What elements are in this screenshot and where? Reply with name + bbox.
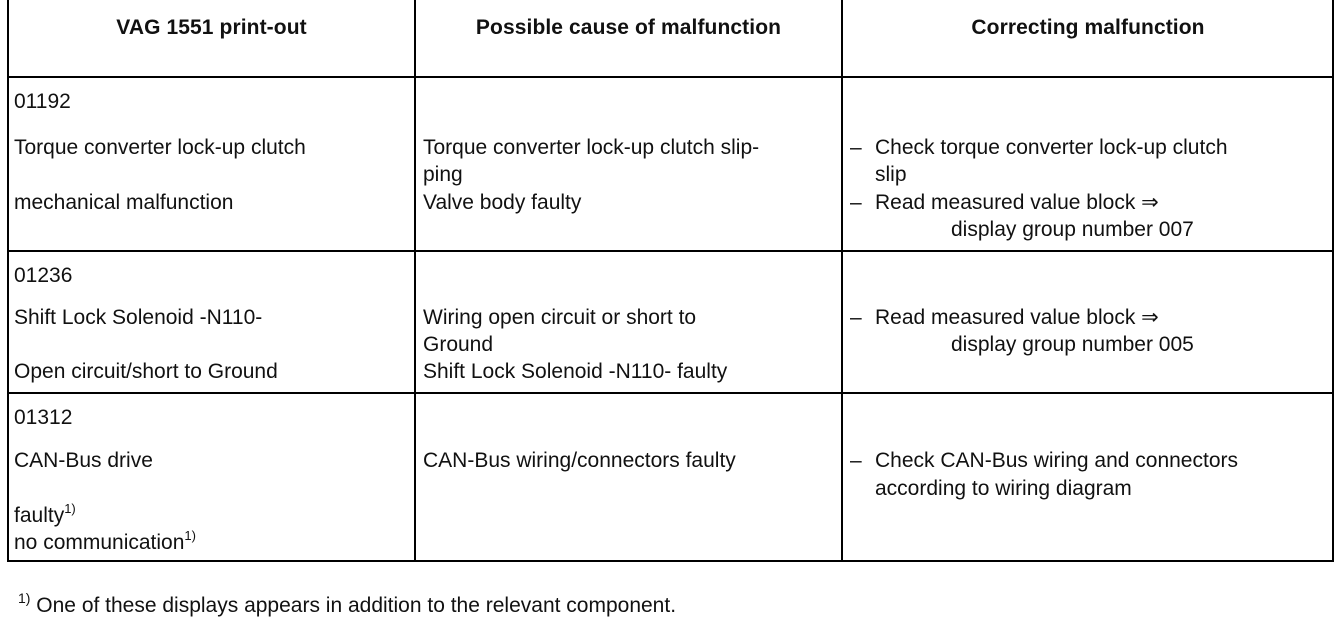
component-name: Shift Lock Solenoid -N110- xyxy=(14,306,263,329)
fault-code: 01236 xyxy=(14,264,73,287)
footnote: 1) One of these displays appears in addi… xyxy=(18,591,677,618)
fault-type-text: no communication xyxy=(14,531,185,554)
fault-type-text: faulty xyxy=(14,504,65,527)
dash-bullet: – xyxy=(850,136,862,159)
fault-code: 01312 xyxy=(14,406,73,429)
component-name: CAN-Bus drive xyxy=(14,449,153,472)
correction-line: according to wiring diagram xyxy=(875,477,1132,500)
fault-type: Open circuit/short to Ground xyxy=(14,360,278,383)
cause-line: Valve body faulty xyxy=(423,191,582,214)
header-cause: Possible cause of malfunction xyxy=(475,16,782,39)
column-rule-1 xyxy=(414,0,416,560)
cause-line: CAN-Bus wiring/connectors faulty xyxy=(423,449,736,472)
footnote-marker: 1) xyxy=(184,528,196,543)
component-name: Torque converter lock-up clutch xyxy=(14,136,306,159)
dash-bullet: – xyxy=(850,306,862,329)
row-rule-1 xyxy=(9,250,1332,252)
correction-line: slip xyxy=(875,163,907,186)
correction-line: Check torque converter lock-up clutch xyxy=(875,136,1228,159)
correction-line: Read measured value block ⇒ xyxy=(875,306,1159,329)
correction-line: Check CAN-Bus wiring and connectors xyxy=(875,449,1238,472)
cause-line: Wiring open circuit or short to xyxy=(423,306,697,329)
cause-line: ping xyxy=(423,163,463,186)
row-rule-2 xyxy=(9,392,1332,394)
dash-bullet: – xyxy=(850,191,862,214)
fault-code: 01192 xyxy=(14,90,71,113)
correction-line: display group number 005 xyxy=(951,333,1194,356)
cause-line: Ground xyxy=(423,333,494,356)
fault-type: mechanical malfunction xyxy=(14,191,234,214)
header-printout: VAG 1551 print-out xyxy=(116,16,307,39)
cause-line: Shift Lock Solenoid -N110- faulty xyxy=(423,360,728,383)
fault-type: faulty1) xyxy=(14,502,76,529)
fault-table: VAG 1551 print-out Possible cause of mal… xyxy=(7,0,1334,562)
cause-line: Torque converter lock-up clutch slip- xyxy=(423,136,760,159)
correction-line: display group number 007 xyxy=(951,218,1194,241)
footnote-text: One of these displays appears in additio… xyxy=(30,594,677,617)
header-rule xyxy=(9,76,1332,78)
correction-line: Read measured value block ⇒ xyxy=(875,191,1159,214)
header-correction: Correcting malfunction xyxy=(971,16,1205,39)
column-rule-2 xyxy=(841,0,843,560)
footnote-marker: 1) xyxy=(64,501,76,516)
footnote-marker: 1) xyxy=(18,590,31,606)
dash-bullet: – xyxy=(850,449,862,472)
fault-type: no communication1) xyxy=(14,529,196,556)
